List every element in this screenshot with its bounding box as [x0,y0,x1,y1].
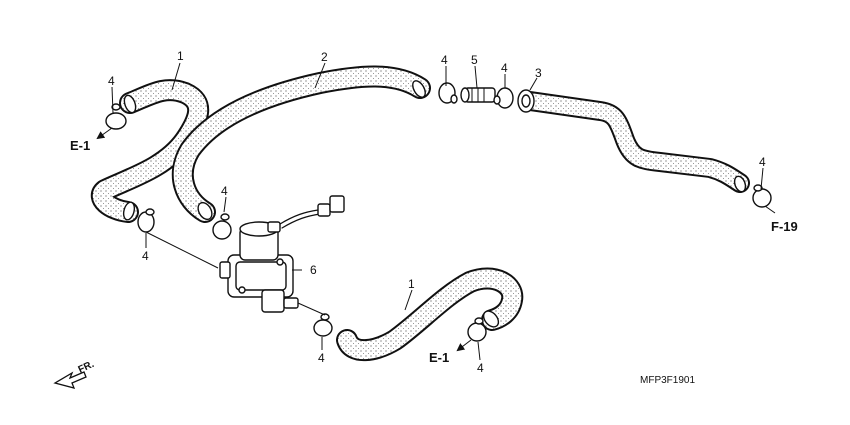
callout-4-b: 4 [142,249,149,263]
callout-1-lower: 1 [408,277,415,291]
leader-lines [111,62,776,361]
ref-e1-lower: E-1 [429,339,472,365]
callout-4-g: 4 [318,351,325,365]
ref-e1-upper-label: E-1 [70,138,90,153]
callout-5: 5 [471,53,478,67]
hose-2-long [171,65,431,223]
air-injection-valve [219,195,345,313]
hose-3-right [517,89,750,193]
clamp-d [438,82,458,104]
callout-4-c: 4 [221,184,228,198]
callout-4-d: 4 [441,53,448,67]
joint-5 [460,87,496,103]
callout-2: 2 [321,50,328,64]
figure-code: MFP3F1901 [640,375,695,386]
hose-1-lower [336,267,524,362]
callout-6: 6 [310,263,317,277]
front-direction-arrow: FR. [53,359,96,389]
ref-e1-upper: E-1 [70,127,113,153]
clamp-c [212,213,232,240]
callout-4-e: 4 [501,61,508,75]
ref-f19-label: F-19 [771,219,798,234]
clamp-b [137,208,155,233]
clamp-f [752,184,772,208]
clamp-h [467,317,487,342]
ref-e1-lower-label: E-1 [429,350,449,365]
callout-1-upper: 1 [177,49,184,63]
front-direction-label: FR. [77,359,96,376]
callout-4-h: 4 [477,361,484,375]
callout-4-f: 4 [759,155,766,169]
callout-4-a: 4 [108,74,115,88]
callout-3: 3 [535,66,542,80]
clamp-e [493,87,514,109]
clamp-a [105,103,127,130]
clamp-g [313,313,333,337]
